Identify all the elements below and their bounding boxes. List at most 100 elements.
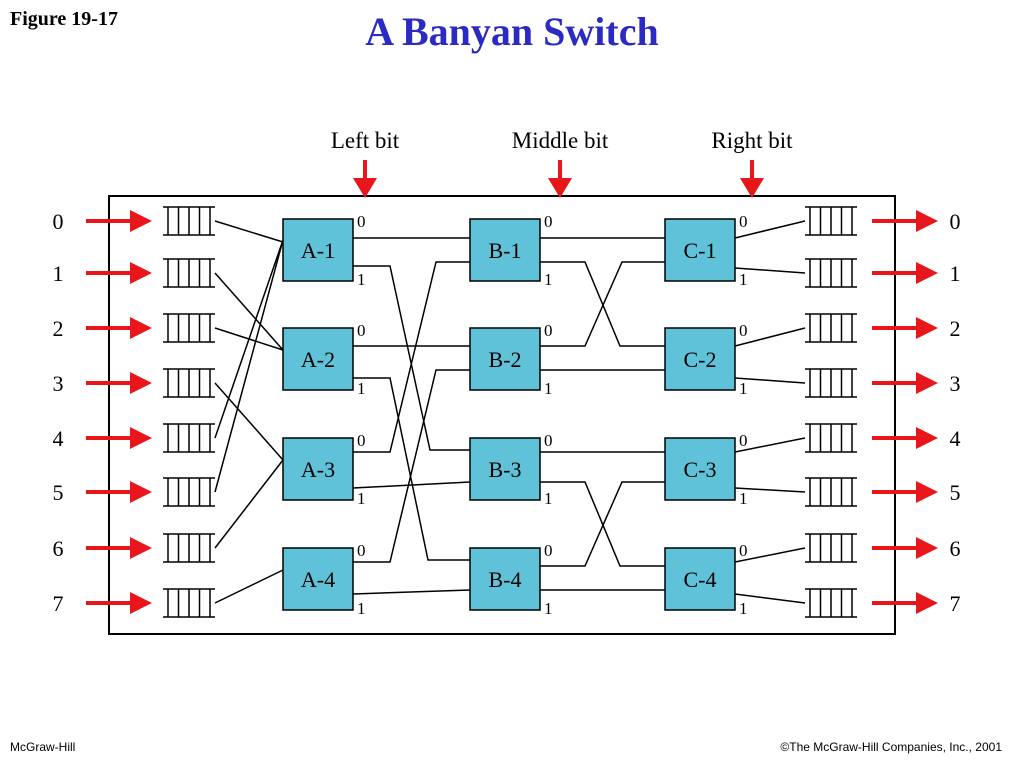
bit-arrow-head	[548, 178, 572, 198]
output-arrow-head	[916, 481, 938, 503]
input-arrow-head	[130, 592, 152, 614]
output-queue	[805, 313, 857, 343]
input-arrow-head	[130, 537, 152, 559]
port-label-0: 0	[544, 431, 553, 450]
switch-frame	[108, 195, 896, 635]
port-label-1: 1	[544, 270, 553, 289]
bit-arrow-head	[353, 178, 377, 198]
input-label: 4	[53, 426, 64, 451]
connection-line	[540, 481, 665, 567]
input-label: 3	[53, 371, 64, 396]
input-label: 5	[53, 480, 64, 505]
output-arrow-head	[916, 592, 938, 614]
input-label: 0	[53, 209, 64, 234]
input-queue	[163, 206, 215, 236]
input-label: 6	[53, 536, 64, 561]
input-link-line	[214, 220, 284, 243]
footer-publisher: McGraw-Hill	[10, 740, 76, 754]
switch-label: A-4	[301, 567, 335, 592]
port-label-0: 0	[739, 321, 748, 340]
connection-line	[353, 369, 470, 563]
switch-label: B-3	[489, 457, 522, 482]
output-link-line	[734, 487, 806, 493]
output-label: 6	[950, 536, 961, 561]
switch-box	[282, 437, 354, 501]
switch-label: C-3	[684, 457, 717, 482]
output-link-line	[734, 547, 806, 563]
output-label: 0	[950, 209, 961, 234]
bit-label: Right bit	[711, 128, 793, 153]
output-queue	[805, 477, 857, 507]
input-arrow-head	[130, 372, 152, 394]
input-arrow-head	[130, 427, 152, 449]
port-label-1: 1	[544, 379, 553, 398]
port-label-0: 0	[544, 212, 553, 231]
input-link-line	[214, 382, 284, 461]
switch-label: C-1	[684, 238, 717, 263]
switch-label: A-1	[301, 238, 335, 263]
output-queue	[805, 258, 857, 288]
output-label: 3	[950, 371, 961, 396]
input-label: 2	[53, 316, 64, 341]
input-arrow-head	[130, 262, 152, 284]
output-arrow-head	[916, 210, 938, 232]
switch-label: B-4	[489, 567, 522, 592]
switch-box	[469, 437, 541, 501]
output-link-line	[734, 377, 806, 384]
arrows	[86, 160, 938, 614]
port-label-0: 0	[544, 321, 553, 340]
output-label: 4	[950, 426, 961, 451]
input-arrow-head	[130, 481, 152, 503]
input-label: 7	[53, 591, 64, 616]
output-link-line	[734, 327, 806, 347]
connection-line	[540, 481, 665, 567]
output-arrow-head	[916, 317, 938, 339]
queues	[163, 206, 857, 618]
port-label-1: 1	[544, 489, 553, 508]
switch-label: A-2	[301, 347, 335, 372]
port-label-1: 1	[357, 379, 366, 398]
input-link-line	[214, 239, 284, 439]
input-arrow-head	[130, 210, 152, 232]
port-label-1: 1	[739, 489, 748, 508]
figure-label: Figure 19-17	[10, 8, 118, 30]
output-queue	[805, 206, 857, 236]
connection-line	[352, 481, 471, 489]
input-queue	[163, 258, 215, 288]
port-label-0: 0	[357, 541, 366, 560]
output-link-line	[734, 437, 806, 453]
port-label-0: 0	[739, 431, 748, 450]
port-label-0: 0	[544, 541, 553, 560]
input-queue	[163, 477, 215, 507]
connection-line	[353, 377, 470, 561]
bit-label: Left bit	[331, 128, 400, 153]
input-queue	[163, 368, 215, 398]
port-label-1: 1	[739, 599, 748, 618]
switch-label: B-1	[489, 238, 522, 263]
output-link-line	[734, 267, 806, 274]
output-label: 2	[950, 316, 961, 341]
port-label-1: 1	[357, 270, 366, 289]
switch-box	[664, 218, 736, 282]
input-link-line	[214, 239, 284, 493]
switch-box	[664, 547, 736, 611]
output-arrow-head	[916, 372, 938, 394]
input-queue	[163, 588, 215, 618]
output-link-line	[734, 220, 806, 239]
port-label-0: 0	[357, 431, 366, 450]
port-label-1: 1	[739, 379, 748, 398]
input-queue	[163, 533, 215, 563]
port-label-0: 0	[357, 321, 366, 340]
switch-box	[469, 218, 541, 282]
input-link-line	[214, 569, 284, 604]
output-arrow-head	[916, 427, 938, 449]
bit-label: Middle bit	[512, 128, 609, 153]
port-label-1: 1	[357, 489, 366, 508]
switch-elements: A-1A-2A-3A-4B-1B-2B-3B-4C-1C-2C-3C-4	[282, 218, 736, 611]
connection-line	[540, 261, 665, 347]
switch-box	[282, 547, 354, 611]
output-queue	[805, 533, 857, 563]
